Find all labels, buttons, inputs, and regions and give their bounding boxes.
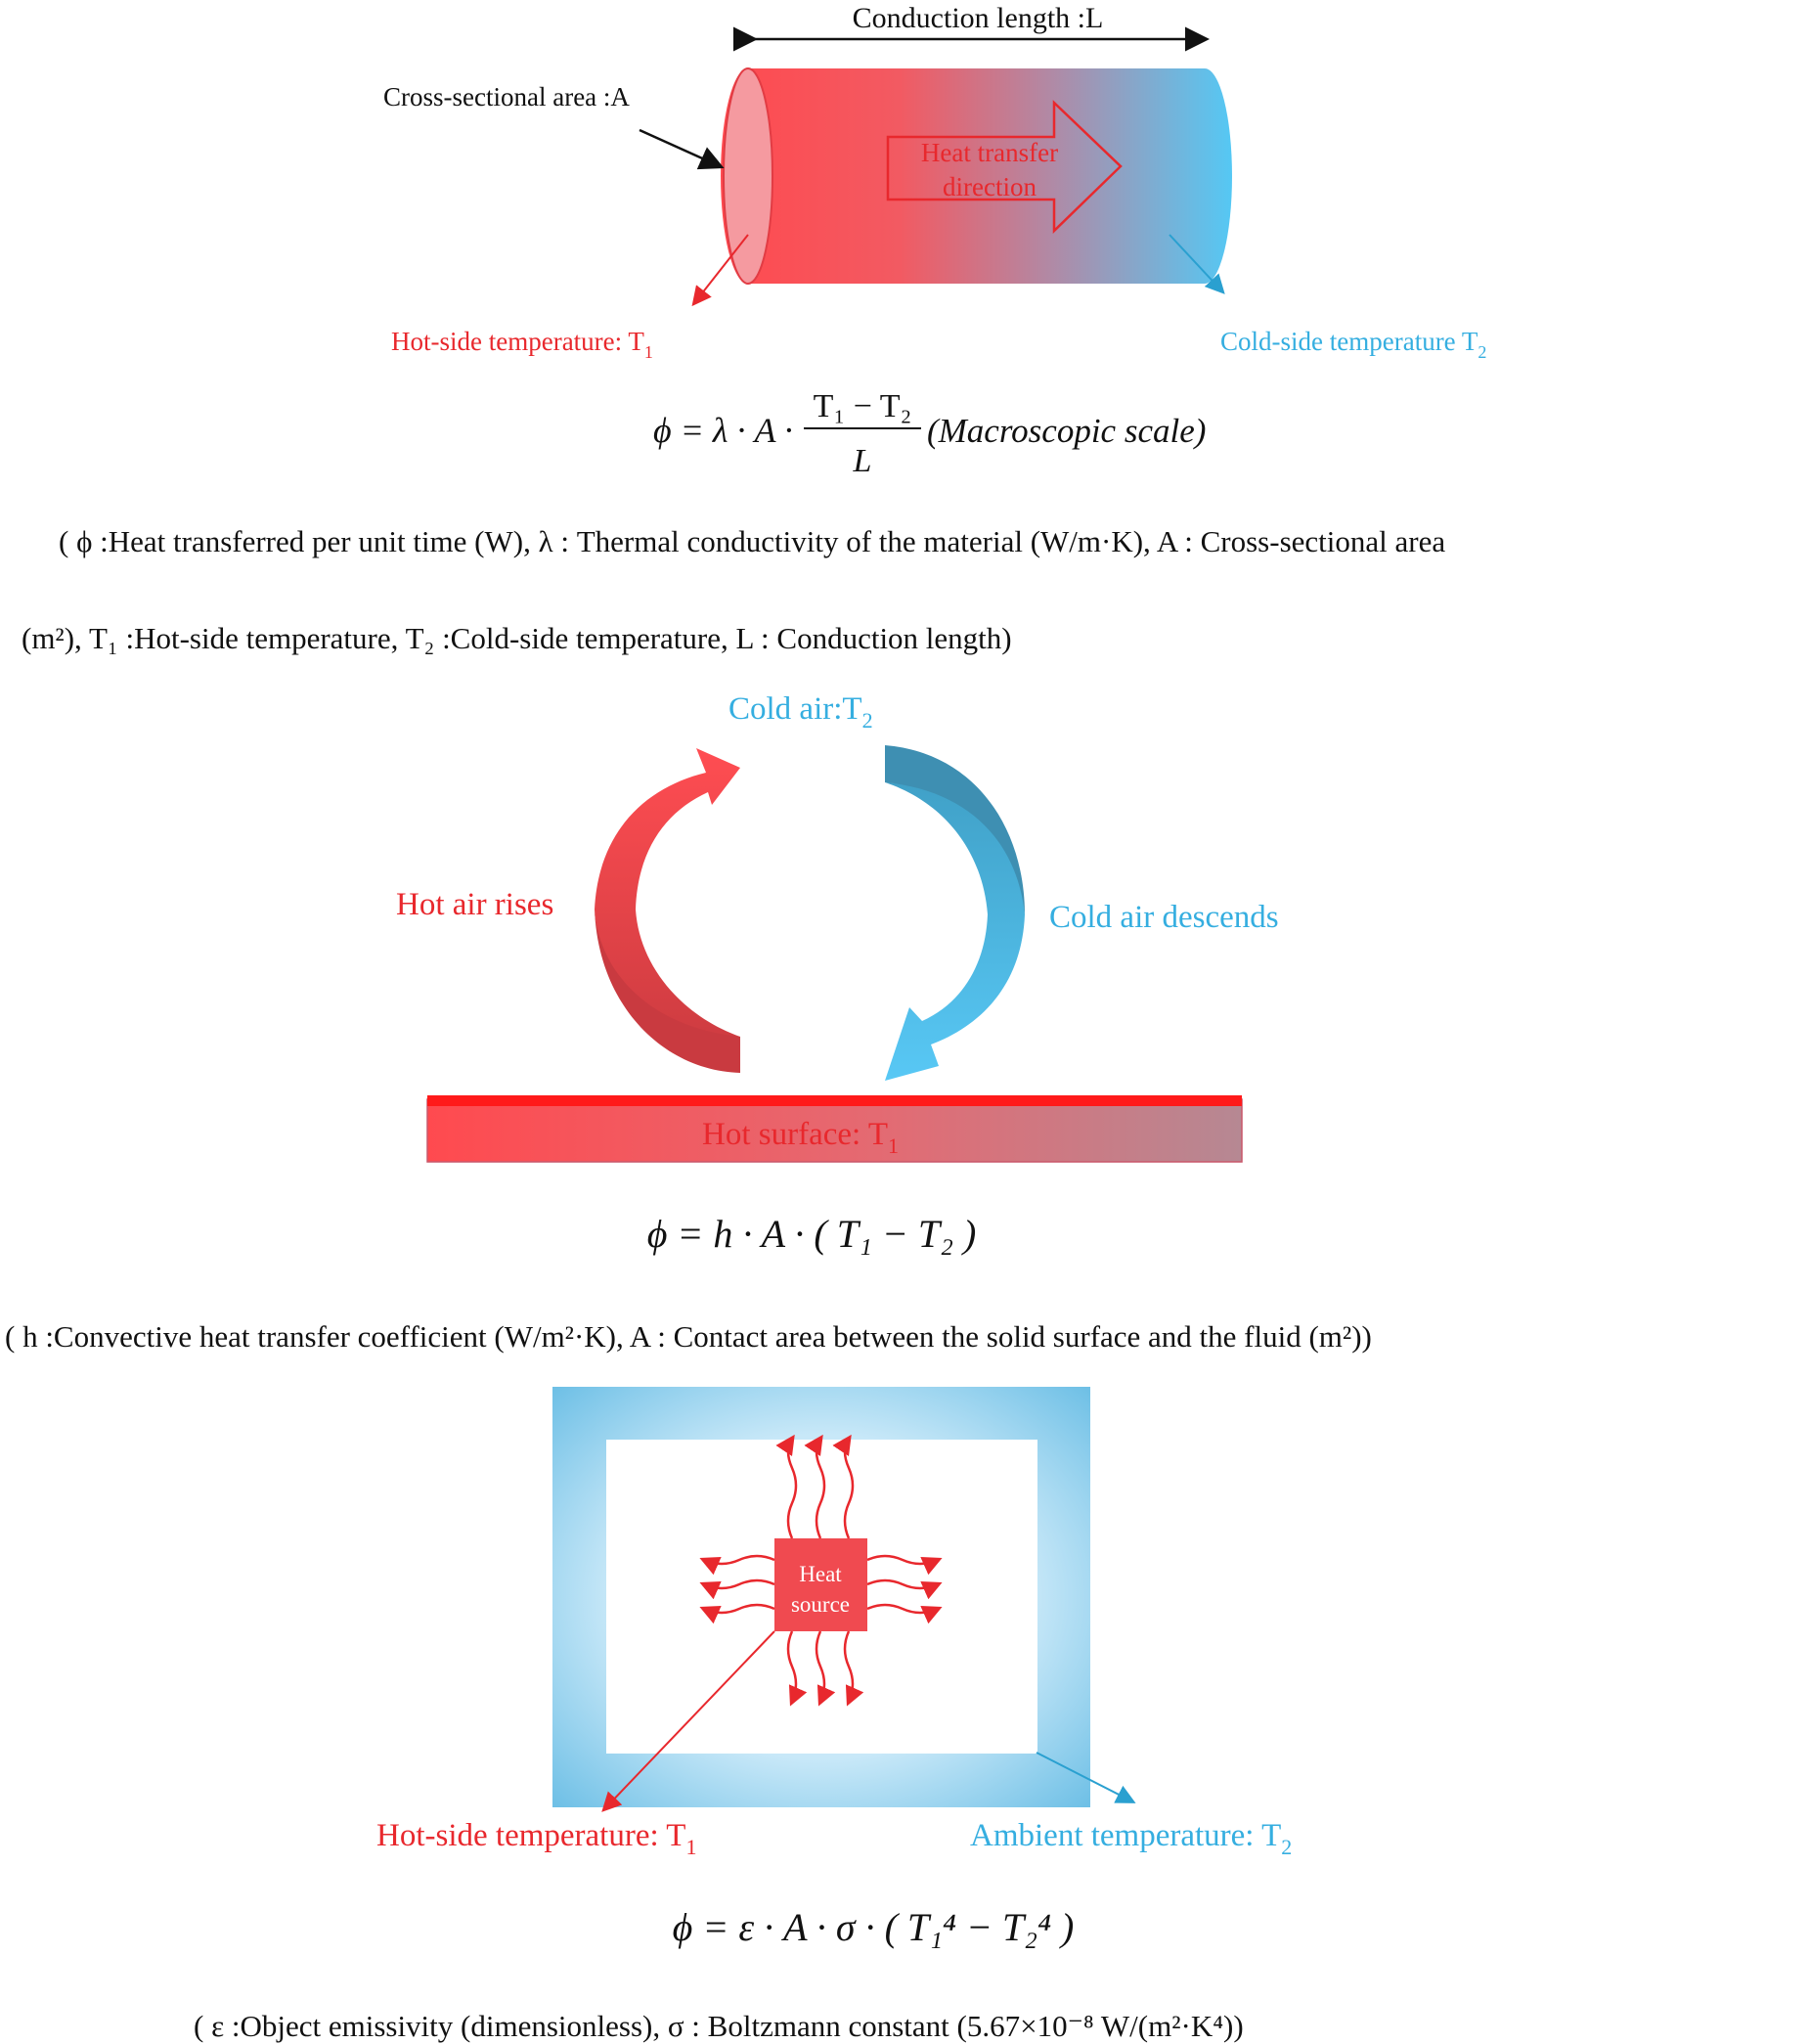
wave-up-2 [804,1434,826,1539]
wave-down-3 [843,1630,864,1707]
radiation-section: Heat source Hot-side temperature: T1 Amb… [194,1387,1292,2043]
cross-section-pointer [639,128,725,170]
cold-side-pointer [1169,234,1225,294]
enclosure-frame [552,1387,1090,1807]
heat-transfer-direction-label-2: direction [943,172,1037,201]
radiation-equation: ϕ = ε · A · σ · ( T₁⁴ − T₂⁴ ) [673,1905,1075,1949]
radiation-wave-arrows [699,1434,943,1707]
conduction-equation-scale: (Macroscopic scale) [927,412,1206,450]
hot-surface-top-edge [427,1095,1242,1106]
wave-down-2 [815,1630,836,1707]
wave-right-3 [866,1603,943,1624]
hot-air-rises-label: Hot air rises [396,887,553,922]
hot-side-label: Hot-side temperature: T1 [391,327,653,362]
heat-source-label-2: source [791,1592,850,1617]
wave-right-2 [866,1578,943,1600]
hot-air-rising-arrow-shade [595,910,740,1073]
hot-side-pointer-radiation [601,1630,775,1812]
conduction-legend-line-1: ( ϕ :Heat transferred per unit time (W),… [59,524,1445,558]
heat-transfer-direction-arrow [886,100,1123,234]
convection-section: Cold air:T2 Hot air rises Cold air desce… [5,691,1372,1354]
cross-section-label: Cross-sectional area :A [383,82,630,111]
convection-equation: ϕ = h · A · ( T₁ − T₂ ) [647,1212,977,1256]
heat-source-label-1: Heat [799,1562,842,1586]
wave-left-2 [699,1578,775,1600]
heat-transfer-direction-label-1: Heat transfer [921,138,1058,167]
conduction-legend-line-2: (m²), T₁ :Hot-side temperature, T₂ :Cold… [22,621,1012,655]
conduction-equation: ϕ = λ · A · T₁ − T₂ L (Macroscopic scale… [653,388,1206,479]
wave-right-1 [866,1554,943,1576]
wave-left-3 [699,1603,775,1624]
conduction-equation-numerator: T₁ − T₂ [814,388,912,424]
wave-down-1 [786,1630,808,1707]
heat-source [774,1538,867,1631]
hot-surface-label: Hot surface: T1 [702,1117,899,1158]
conduction-length-label: Conduction length :L [853,2,1104,34]
radiation-legend: ( ε :Object emissivity (dimensionless), … [194,2009,1244,2043]
hot-side-pointer [691,234,749,307]
hot-side-label-radiation: Hot-side temperature: T1 [376,1818,696,1859]
wave-up-3 [832,1434,855,1539]
ambient-temperature-label: Ambient temperature: T2 [970,1818,1292,1859]
conduction-equation-denominator: L [853,443,872,479]
conduction-section: Conduction length :L Cross-sectional are… [22,2,1486,655]
convection-legend: ( h :Convective heat transfer coefficien… [5,1319,1372,1354]
wave-up-1 [775,1434,798,1539]
cold-side-label: Cold-side temperature T2 [1220,327,1486,362]
conduction-equation-lhs: ϕ = λ · A · [653,411,793,450]
cold-air-descending-arrow-shade [885,745,1025,914]
ambient-pointer [1036,1752,1136,1803]
wave-left-1 [699,1554,775,1576]
cold-air-label: Cold air:T2 [728,691,873,733]
cold-air-descends-label: Cold air descends [1049,900,1279,935]
cylinder-body [721,68,1232,284]
cylinder-end-face [723,67,773,285]
